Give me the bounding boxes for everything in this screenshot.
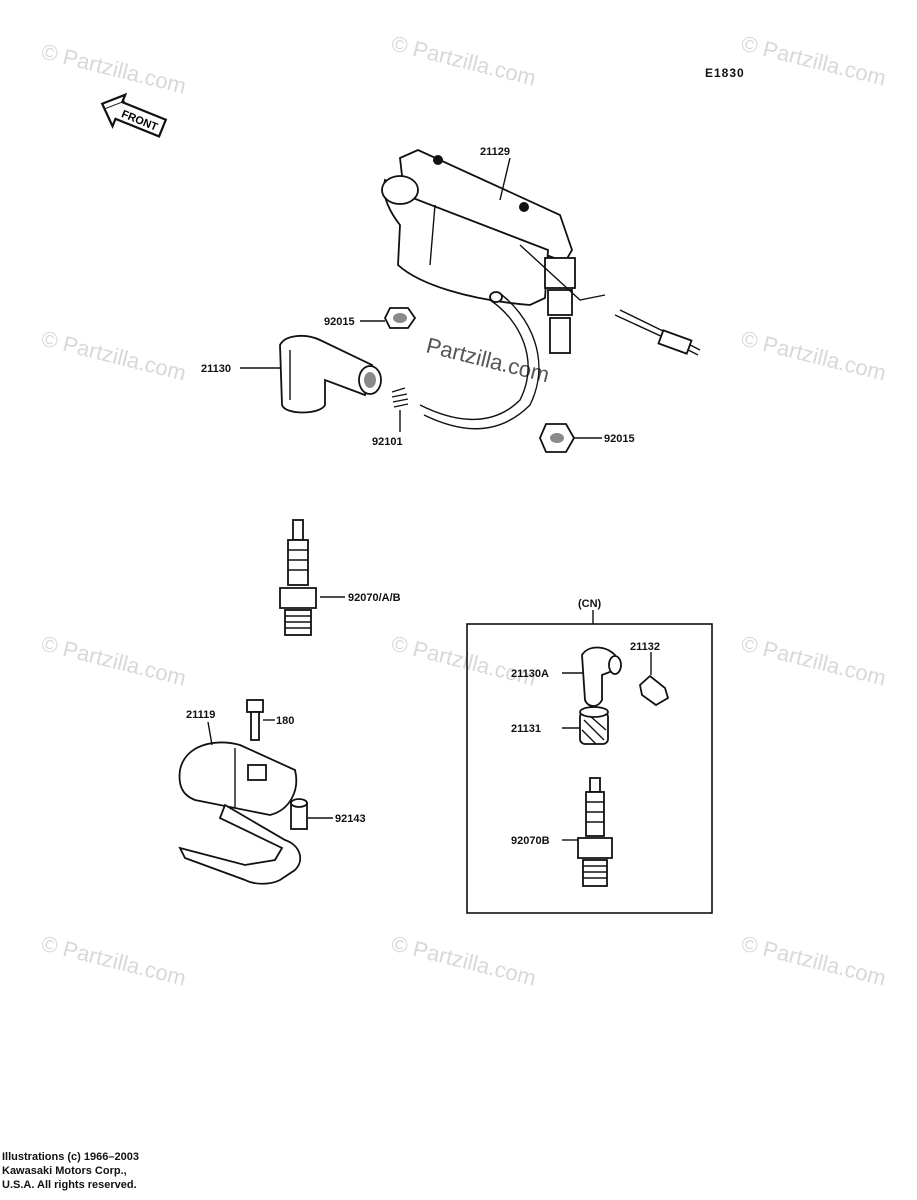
bolt-180[interactable]	[246, 699, 264, 741]
front-arrow-icon: FRONT	[100, 92, 168, 138]
label-92070-a-b[interactable]: 92070/A/B	[348, 592, 401, 604]
cn-sleeve[interactable]	[579, 706, 609, 745]
cn-spark-plug[interactable]	[577, 777, 613, 887]
label-92015-top[interactable]: 92015	[324, 316, 355, 328]
copyright-line-3: U.S.A. All rights reserved.	[2, 1179, 137, 1191]
cn-terminal[interactable]	[639, 674, 670, 707]
copyright-notice: Illustrations (c) 1966–2003 Kawasaki Mot…	[2, 1150, 139, 1192]
label-21129[interactable]: 21129	[480, 146, 510, 158]
nut-top[interactable]	[383, 307, 417, 329]
label-92015-bottom[interactable]: 92015	[604, 433, 635, 445]
label-92101[interactable]: 92101	[372, 436, 403, 448]
copyright-line-1: Illustrations (c) 1966–2003	[2, 1151, 139, 1163]
cn-plug-cap[interactable]	[581, 646, 622, 707]
cn-inset: (CN) 21130A 21132 21131	[466, 598, 713, 914]
label-21131[interactable]: 21131	[511, 723, 541, 735]
spring-92101[interactable]	[391, 387, 409, 408]
label-21119[interactable]: 21119	[186, 709, 215, 721]
watermark: © Partzilla.com	[739, 931, 889, 991]
watermark: © Partzilla.com	[739, 326, 889, 386]
watermark: © Partzilla.com	[39, 326, 189, 386]
watermark: © Partzilla.com	[39, 631, 189, 691]
label-21130a[interactable]: 21130A	[511, 668, 549, 680]
ignition-coil-main[interactable]	[381, 149, 701, 430]
label-92070b[interactable]: 92070B	[511, 835, 550, 847]
plug-cap-main[interactable]	[279, 334, 382, 414]
nut-bottom[interactable]	[539, 423, 576, 453]
spark-plug-main[interactable]	[279, 519, 317, 636]
label-21132[interactable]: 21132	[630, 641, 660, 653]
diagram-code: E1830	[705, 66, 745, 80]
ignition-coil-small[interactable]	[178, 741, 302, 885]
watermark: © Partzilla.com	[389, 31, 539, 91]
inset-frame	[466, 623, 713, 914]
watermark: © Partzilla.com	[39, 931, 189, 991]
copyright-line-2: Kawasaki Motors Corp.,	[2, 1165, 127, 1177]
label-92143[interactable]: 92143	[335, 813, 366, 825]
label-21130[interactable]: 21130	[201, 363, 231, 375]
inset-label: (CN)	[578, 598, 602, 610]
watermark: © Partzilla.com	[739, 31, 889, 91]
watermark: © Partzilla.com	[389, 931, 539, 991]
watermark: © Partzilla.com	[389, 631, 539, 691]
watermark: © Partzilla.com	[739, 631, 889, 691]
cap-92143[interactable]	[290, 798, 308, 830]
leader-line	[499, 157, 511, 201]
watermark: © Partzilla.com	[39, 39, 189, 99]
leader-line	[207, 721, 213, 746]
center-watermark: Partzilla.com	[424, 333, 552, 388]
label-180[interactable]: 180	[276, 715, 294, 727]
